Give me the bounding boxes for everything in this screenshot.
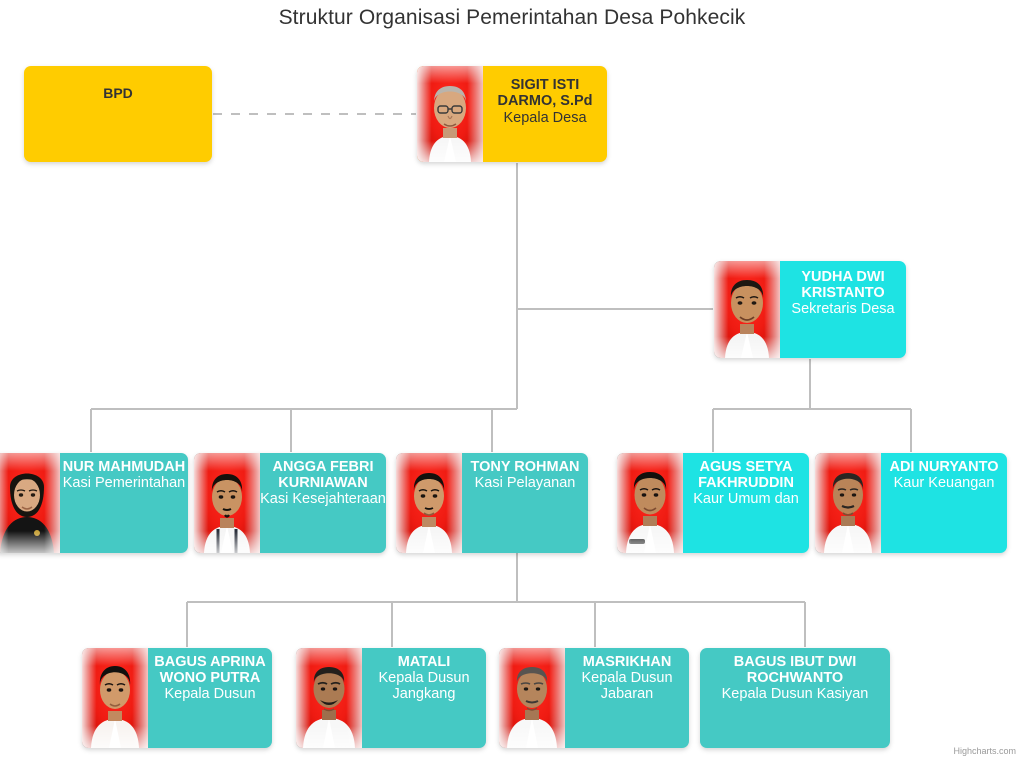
node-kaur-umum[interactable]: AGUS SETYA FAKHRUDDIN Kaur Umum dan: [617, 453, 809, 553]
node-kepala-dusun-3-name: MASRIKHAN: [582, 654, 672, 670]
node-kepala-dusun-4-title: Kepala Dusun Kasiyan: [721, 686, 869, 703]
node-kasi-kesejahteraan-labels: ANGGA FEBRI KURNIAWAN Kasi Kesejahteraan: [260, 453, 386, 553]
node-sekretaris-desa-name: YUDHA DWI KRISTANTO: [801, 269, 885, 302]
node-kaur-umum-name: AGUS SETYA FAKHRUDDIN: [698, 459, 794, 492]
node-kasi-pemerintahan-title: Kasi Pemerintahan: [62, 475, 186, 492]
node-kepala-dusun-1-photo: [82, 648, 148, 748]
node-kepala-dusun-3-title: Kepala Dusun Jabaran: [581, 670, 673, 703]
node-kasi-pemerintahan[interactable]: NUR MAHMUDAH Kasi Pemerintahan: [0, 453, 188, 553]
node-kepala-dusun-3-photo: [499, 648, 565, 748]
node-kasi-kesejahteraan-name: ANGGA FEBRI KURNIAWAN: [272, 459, 374, 492]
node-kepala-desa-name: SIGIT ISTI DARMO, S.Pd: [497, 77, 593, 110]
node-kaur-keuangan[interactable]: ADI NURYANTO Kaur Keuangan: [815, 453, 1007, 553]
highcharts-credits[interactable]: Highcharts.com: [953, 746, 1016, 756]
node-kaur-keuangan-labels: ADI NURYANTO Kaur Keuangan: [881, 453, 1007, 553]
node-sekretaris-desa-labels: YUDHA DWI KRISTANTO Sekretaris Desa: [780, 261, 906, 358]
node-kaur-keuangan-photo: [815, 453, 881, 553]
node-kepala-dusun-1-title: Kepala Dusun: [164, 686, 256, 703]
node-kepala-dusun-4-name: BAGUS IBUT DWI ROCHWANTO: [733, 654, 857, 687]
node-kaur-umum-title: Kaur Umum dan: [693, 491, 799, 508]
node-kepala-dusun-1[interactable]: BAGUS APRINA WONO PUTRA Kepala Dusun: [82, 648, 272, 748]
node-kasi-pelayanan-labels: TONY ROHMAN Kasi Pelayanan: [462, 453, 588, 553]
node-kepala-dusun-2-title: Kepala Dusun Jangkang: [378, 670, 470, 703]
node-kasi-pelayanan-photo: [396, 453, 462, 553]
node-sekretaris-desa[interactable]: YUDHA DWI KRISTANTO Sekretaris Desa: [714, 261, 906, 358]
node-kepala-dusun-4-labels: BAGUS IBUT DWI ROCHWANTO Kepala Dusun Ka…: [700, 648, 890, 748]
node-kaur-umum-photo: [617, 453, 683, 553]
node-kasi-pelayanan-title: Kasi Pelayanan: [474, 475, 576, 492]
node-kaur-keuangan-title: Kaur Keuangan: [893, 475, 995, 492]
node-kepala-dusun-1-labels: BAGUS APRINA WONO PUTRA Kepala Dusun: [148, 648, 272, 748]
node-kasi-pemerintahan-name: NUR MAHMUDAH: [62, 459, 186, 475]
node-bpd[interactable]: BPD: [24, 66, 212, 162]
node-kasi-kesejahteraan[interactable]: ANGGA FEBRI KURNIAWAN Kasi Kesejahteraan: [194, 453, 386, 553]
node-kepala-dusun-2[interactable]: MATALI Kepala Dusun Jangkang: [296, 648, 486, 748]
node-kepala-dusun-1-name: BAGUS APRINA WONO PUTRA: [154, 654, 266, 687]
node-kepala-desa-title: Kepala Desa: [503, 110, 587, 127]
node-kepala-desa[interactable]: SIGIT ISTI DARMO, S.Pd Kepala Desa: [417, 66, 607, 162]
node-bpd-labels: BPD: [24, 66, 212, 102]
node-kepala-dusun-4[interactable]: BAGUS IBUT DWI ROCHWANTO Kepala Dusun Ka…: [700, 648, 890, 748]
node-kasi-pelayanan-name: TONY ROHMAN: [470, 459, 580, 475]
page-title: Struktur Organisasi Pemerintahan Desa Po…: [278, 6, 746, 29]
node-kepala-desa-labels: SIGIT ISTI DARMO, S.Pd Kepala Desa: [483, 66, 607, 162]
node-kepala-dusun-3[interactable]: MASRIKHAN Kepala Dusun Jabaran: [499, 648, 689, 748]
node-kepala-desa-photo: [417, 66, 483, 162]
node-kasi-pemerintahan-photo: [0, 453, 60, 553]
node-bpd-name: BPD: [103, 85, 133, 101]
node-kepala-dusun-2-photo: [296, 648, 362, 748]
node-kasi-pelayanan[interactable]: TONY ROHMAN Kasi Pelayanan: [396, 453, 588, 553]
node-sekretaris-desa-title: Sekretaris Desa: [791, 301, 895, 318]
node-kepala-dusun-3-labels: MASRIKHAN Kepala Dusun Jabaran: [565, 648, 689, 748]
node-kaur-umum-labels: AGUS SETYA FAKHRUDDIN Kaur Umum dan: [683, 453, 809, 553]
node-kepala-dusun-2-name: MATALI: [397, 654, 451, 670]
node-kasi-pemerintahan-labels: NUR MAHMUDAH Kasi Pemerintahan: [60, 453, 188, 553]
node-kasi-kesejahteraan-title: Kasi Kesejahteraan: [260, 491, 386, 508]
node-kaur-keuangan-name: ADI NURYANTO: [889, 459, 999, 475]
node-kasi-kesejahteraan-photo: [194, 453, 260, 553]
node-kepala-dusun-2-labels: MATALI Kepala Dusun Jangkang: [362, 648, 486, 748]
node-sekretaris-desa-photo: [714, 261, 780, 358]
